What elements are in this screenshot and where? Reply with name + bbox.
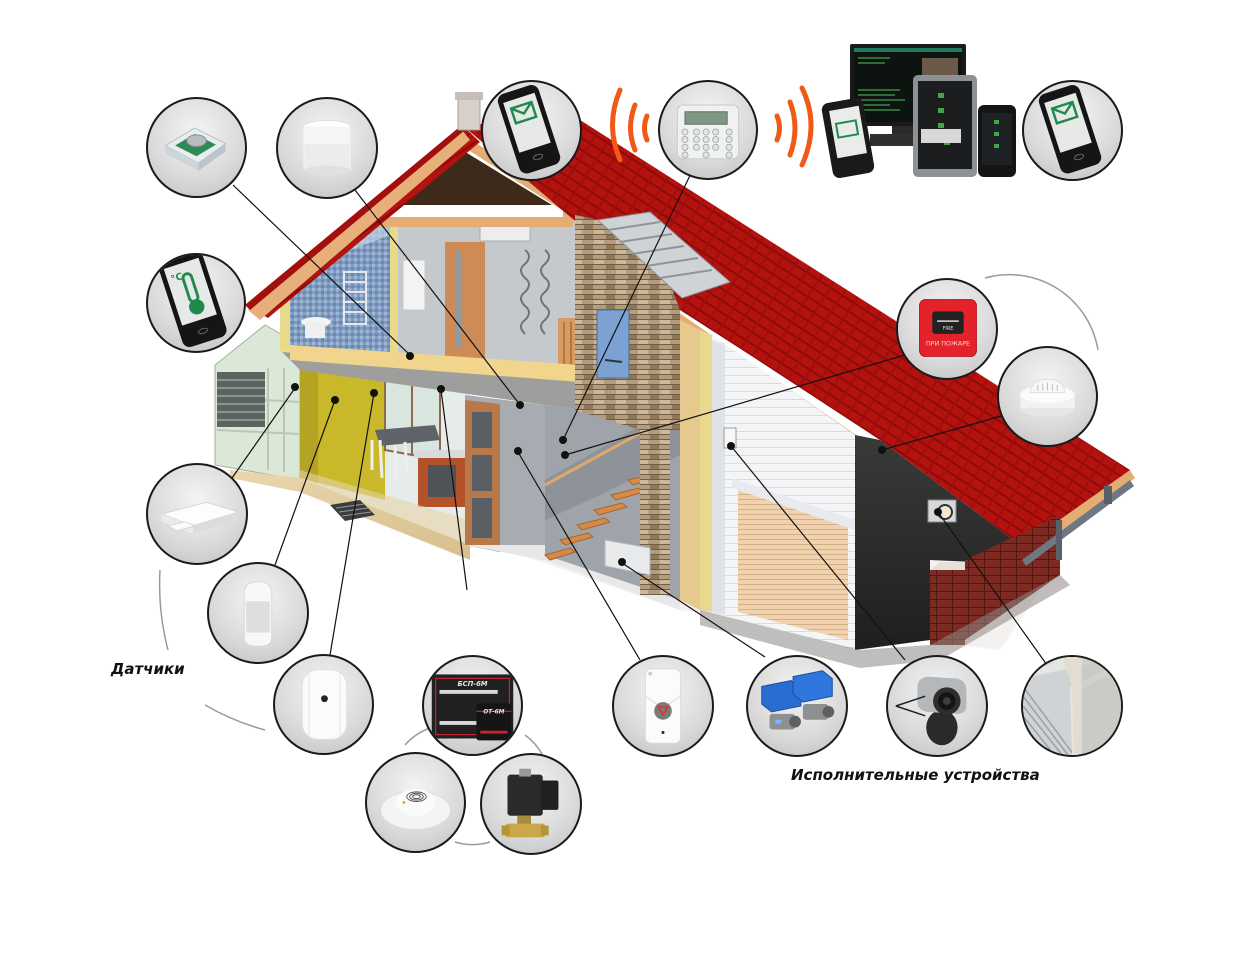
main-unit-label: БСП-6М bbox=[457, 680, 487, 688]
anchor-dots bbox=[291, 352, 942, 566]
smoke-detector-icon bbox=[1020, 378, 1075, 417]
panic-button-icon bbox=[644, 668, 682, 744]
device-motion-sensor-ceiling bbox=[276, 97, 378, 199]
device-wireless-sensor-board bbox=[146, 97, 247, 198]
camera-icon bbox=[895, 676, 967, 746]
fire-label: FIRE bbox=[943, 326, 954, 332]
sub-unit-label: ОТ-6М bbox=[483, 709, 504, 715]
wireless-signal-waves bbox=[610, 85, 814, 168]
email-phone-icon bbox=[497, 85, 561, 174]
solenoid-valve-icon bbox=[501, 768, 559, 838]
device-smoke-detector bbox=[997, 346, 1098, 447]
device-motion-sensor-wall bbox=[207, 562, 309, 664]
device-panic-button bbox=[612, 655, 714, 757]
device-roller-shutter bbox=[1021, 655, 1123, 757]
device-security-camera bbox=[886, 655, 988, 757]
device-temperature-phone: °C bbox=[146, 253, 246, 353]
device-sms-alert-phone-left bbox=[481, 80, 582, 181]
fire-button-icon: FIRE ПРИ ПОЖАРЕ bbox=[919, 299, 977, 357]
roller-shutter-icon bbox=[1023, 657, 1121, 755]
control-unit-icon: БСП-6М ОТ-6М bbox=[431, 674, 514, 741]
keypad-icon bbox=[676, 104, 740, 160]
device-sms-alert-phone-right bbox=[1022, 80, 1123, 181]
thermometer-phone-icon: °C bbox=[159, 255, 227, 348]
fire-caption: ПРИ ПОЖАРЕ bbox=[926, 340, 970, 348]
device-manual-fire-call-point: FIRE ПРИ ПОЖАРЕ bbox=[896, 278, 998, 380]
door-sensor-icon bbox=[160, 501, 240, 534]
glass-break-icon bbox=[301, 669, 348, 740]
leak-sensor-icon bbox=[380, 788, 451, 831]
circuit-board-icon bbox=[164, 127, 227, 171]
device-water-leak-sensor bbox=[365, 752, 466, 853]
ball-valve-icon bbox=[761, 670, 835, 730]
actuators-label: Исполнительные устройства bbox=[791, 766, 1040, 784]
email-phone-icon bbox=[1038, 85, 1102, 174]
device-solenoid-valve bbox=[480, 753, 582, 855]
motion-sensor-icon bbox=[243, 581, 273, 647]
group-arcs bbox=[158, 273, 1099, 846]
leader-lines bbox=[231, 164, 1048, 666]
device-motorized-ball-valves bbox=[746, 655, 848, 757]
celsius-symbol: °C bbox=[170, 271, 185, 285]
sensors-label: Датчики bbox=[111, 660, 185, 678]
motion-sensor-icon bbox=[302, 120, 352, 176]
device-door-contact-sensor bbox=[146, 463, 248, 565]
device-gsm-control-unit: БСП-6М ОТ-6М bbox=[422, 655, 523, 756]
devices-icon bbox=[821, 44, 1016, 178]
device-keypad-controller bbox=[658, 80, 758, 180]
device-glass-break-sensor bbox=[273, 654, 374, 755]
